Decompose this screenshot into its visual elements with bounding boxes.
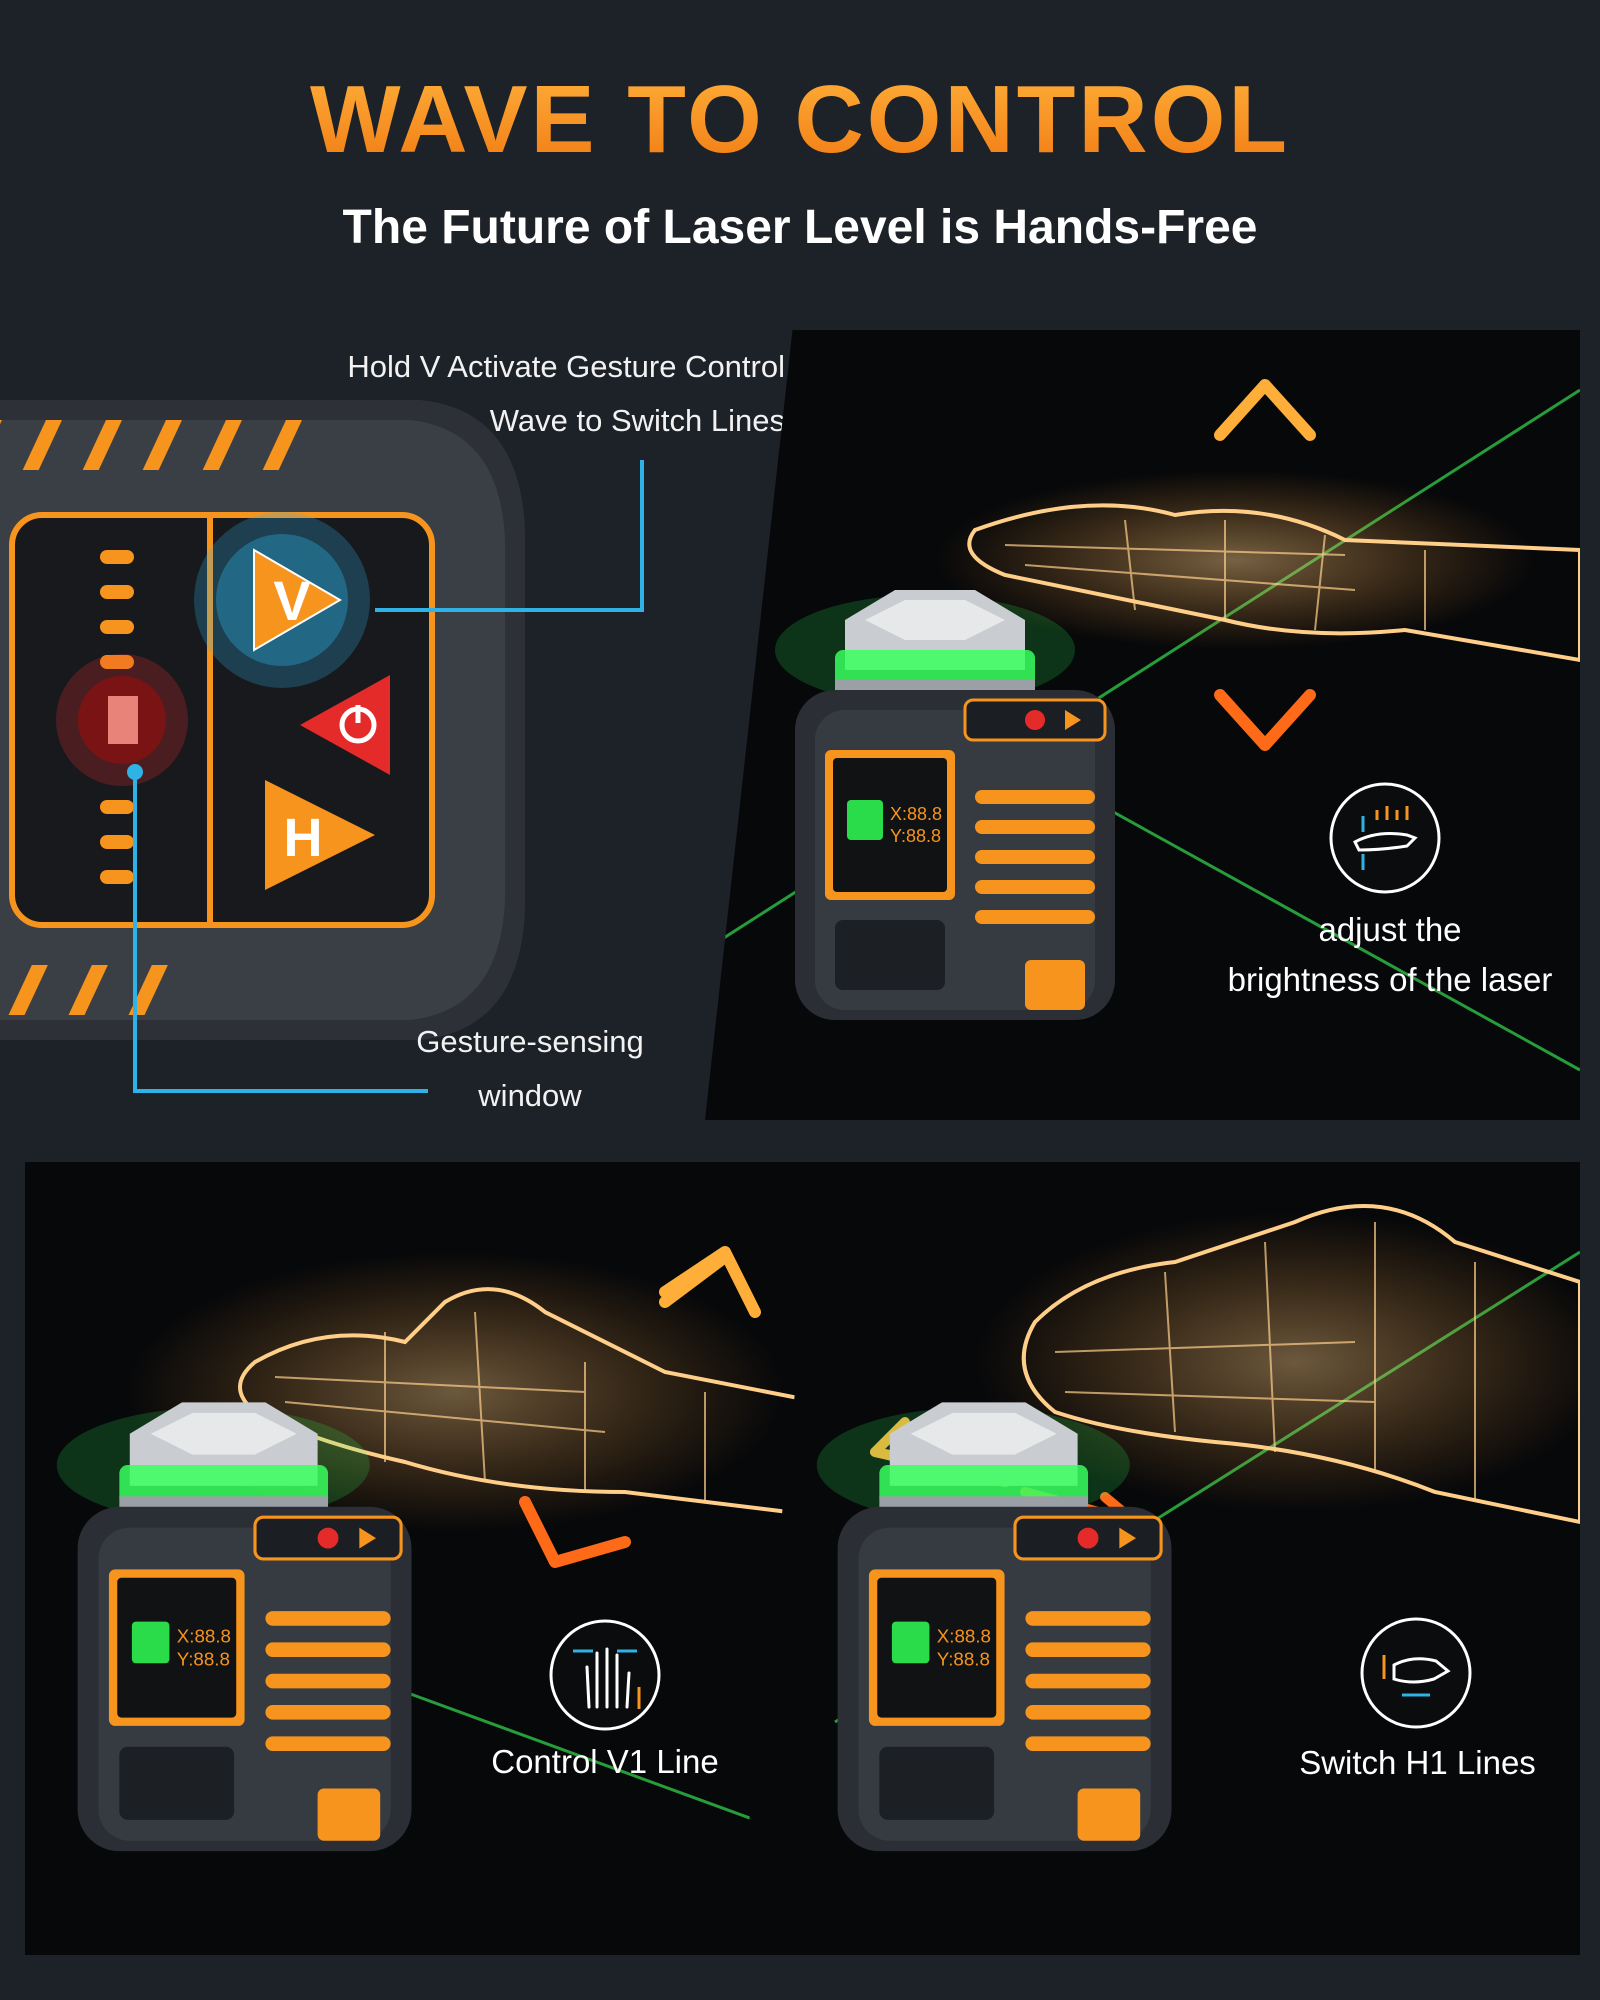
control-panel-closeup	[0, 390, 540, 1050]
switch-h1-caption: Switch H1 Lines	[1299, 1744, 1536, 1781]
leader-line-vertical	[640, 460, 644, 612]
callout-line-3: Gesture-sensing	[416, 1024, 644, 1059]
control-v1-panel	[25, 1162, 870, 1955]
switch-h1-panel	[735, 1162, 1580, 1955]
gesture-control-callout: Hold V Activate Gesture Control Wave to …	[180, 340, 785, 448]
power-button[interactable]	[290, 665, 410, 785]
page-title: WAVE TO CONTROL	[0, 62, 1600, 195]
brightness-panel	[705, 330, 1580, 1120]
wireframe-hand	[975, 1204, 1580, 1525]
callout-line-4: window	[478, 1078, 582, 1113]
svg-text:V: V	[273, 569, 310, 632]
brightness-gesture-icon	[1327, 780, 1443, 896]
leader-line-window-vertical	[133, 768, 137, 1093]
page-subtitle: The Future of Laser Level is Hands-Free	[342, 201, 1258, 254]
up-down-arrows	[1214, 379, 1316, 751]
v-gesture-button[interactable]: V	[192, 510, 372, 690]
open-palm-swipe-icon	[547, 1617, 663, 1733]
leader-line-window-horizontal	[133, 1089, 428, 1093]
leader-line-horizontal	[375, 608, 644, 612]
callout-line-1: Hold V Activate Gesture Control	[347, 349, 785, 384]
brightness-caption: adjust the brightness of the laser	[1200, 905, 1580, 1005]
callout-line-2: Wave to Switch Lines	[489, 403, 785, 438]
sideways-hand-swipe-icon	[1358, 1615, 1474, 1731]
wireframe-hand	[935, 470, 1580, 663]
control-v1-caption: Control V1 Line	[491, 1743, 719, 1780]
brightness-caption-line-2: brightness of the laser	[1227, 961, 1553, 998]
h-line-button[interactable]: H	[255, 770, 385, 900]
sensing-window-callout: Gesture-sensing window	[380, 1015, 680, 1123]
svg-text:H: H	[284, 808, 323, 868]
svg-text:WAVE TO CONTROL: WAVE TO CONTROL	[310, 66, 1290, 172]
brightness-caption-line-1: adjust the	[1318, 911, 1462, 948]
